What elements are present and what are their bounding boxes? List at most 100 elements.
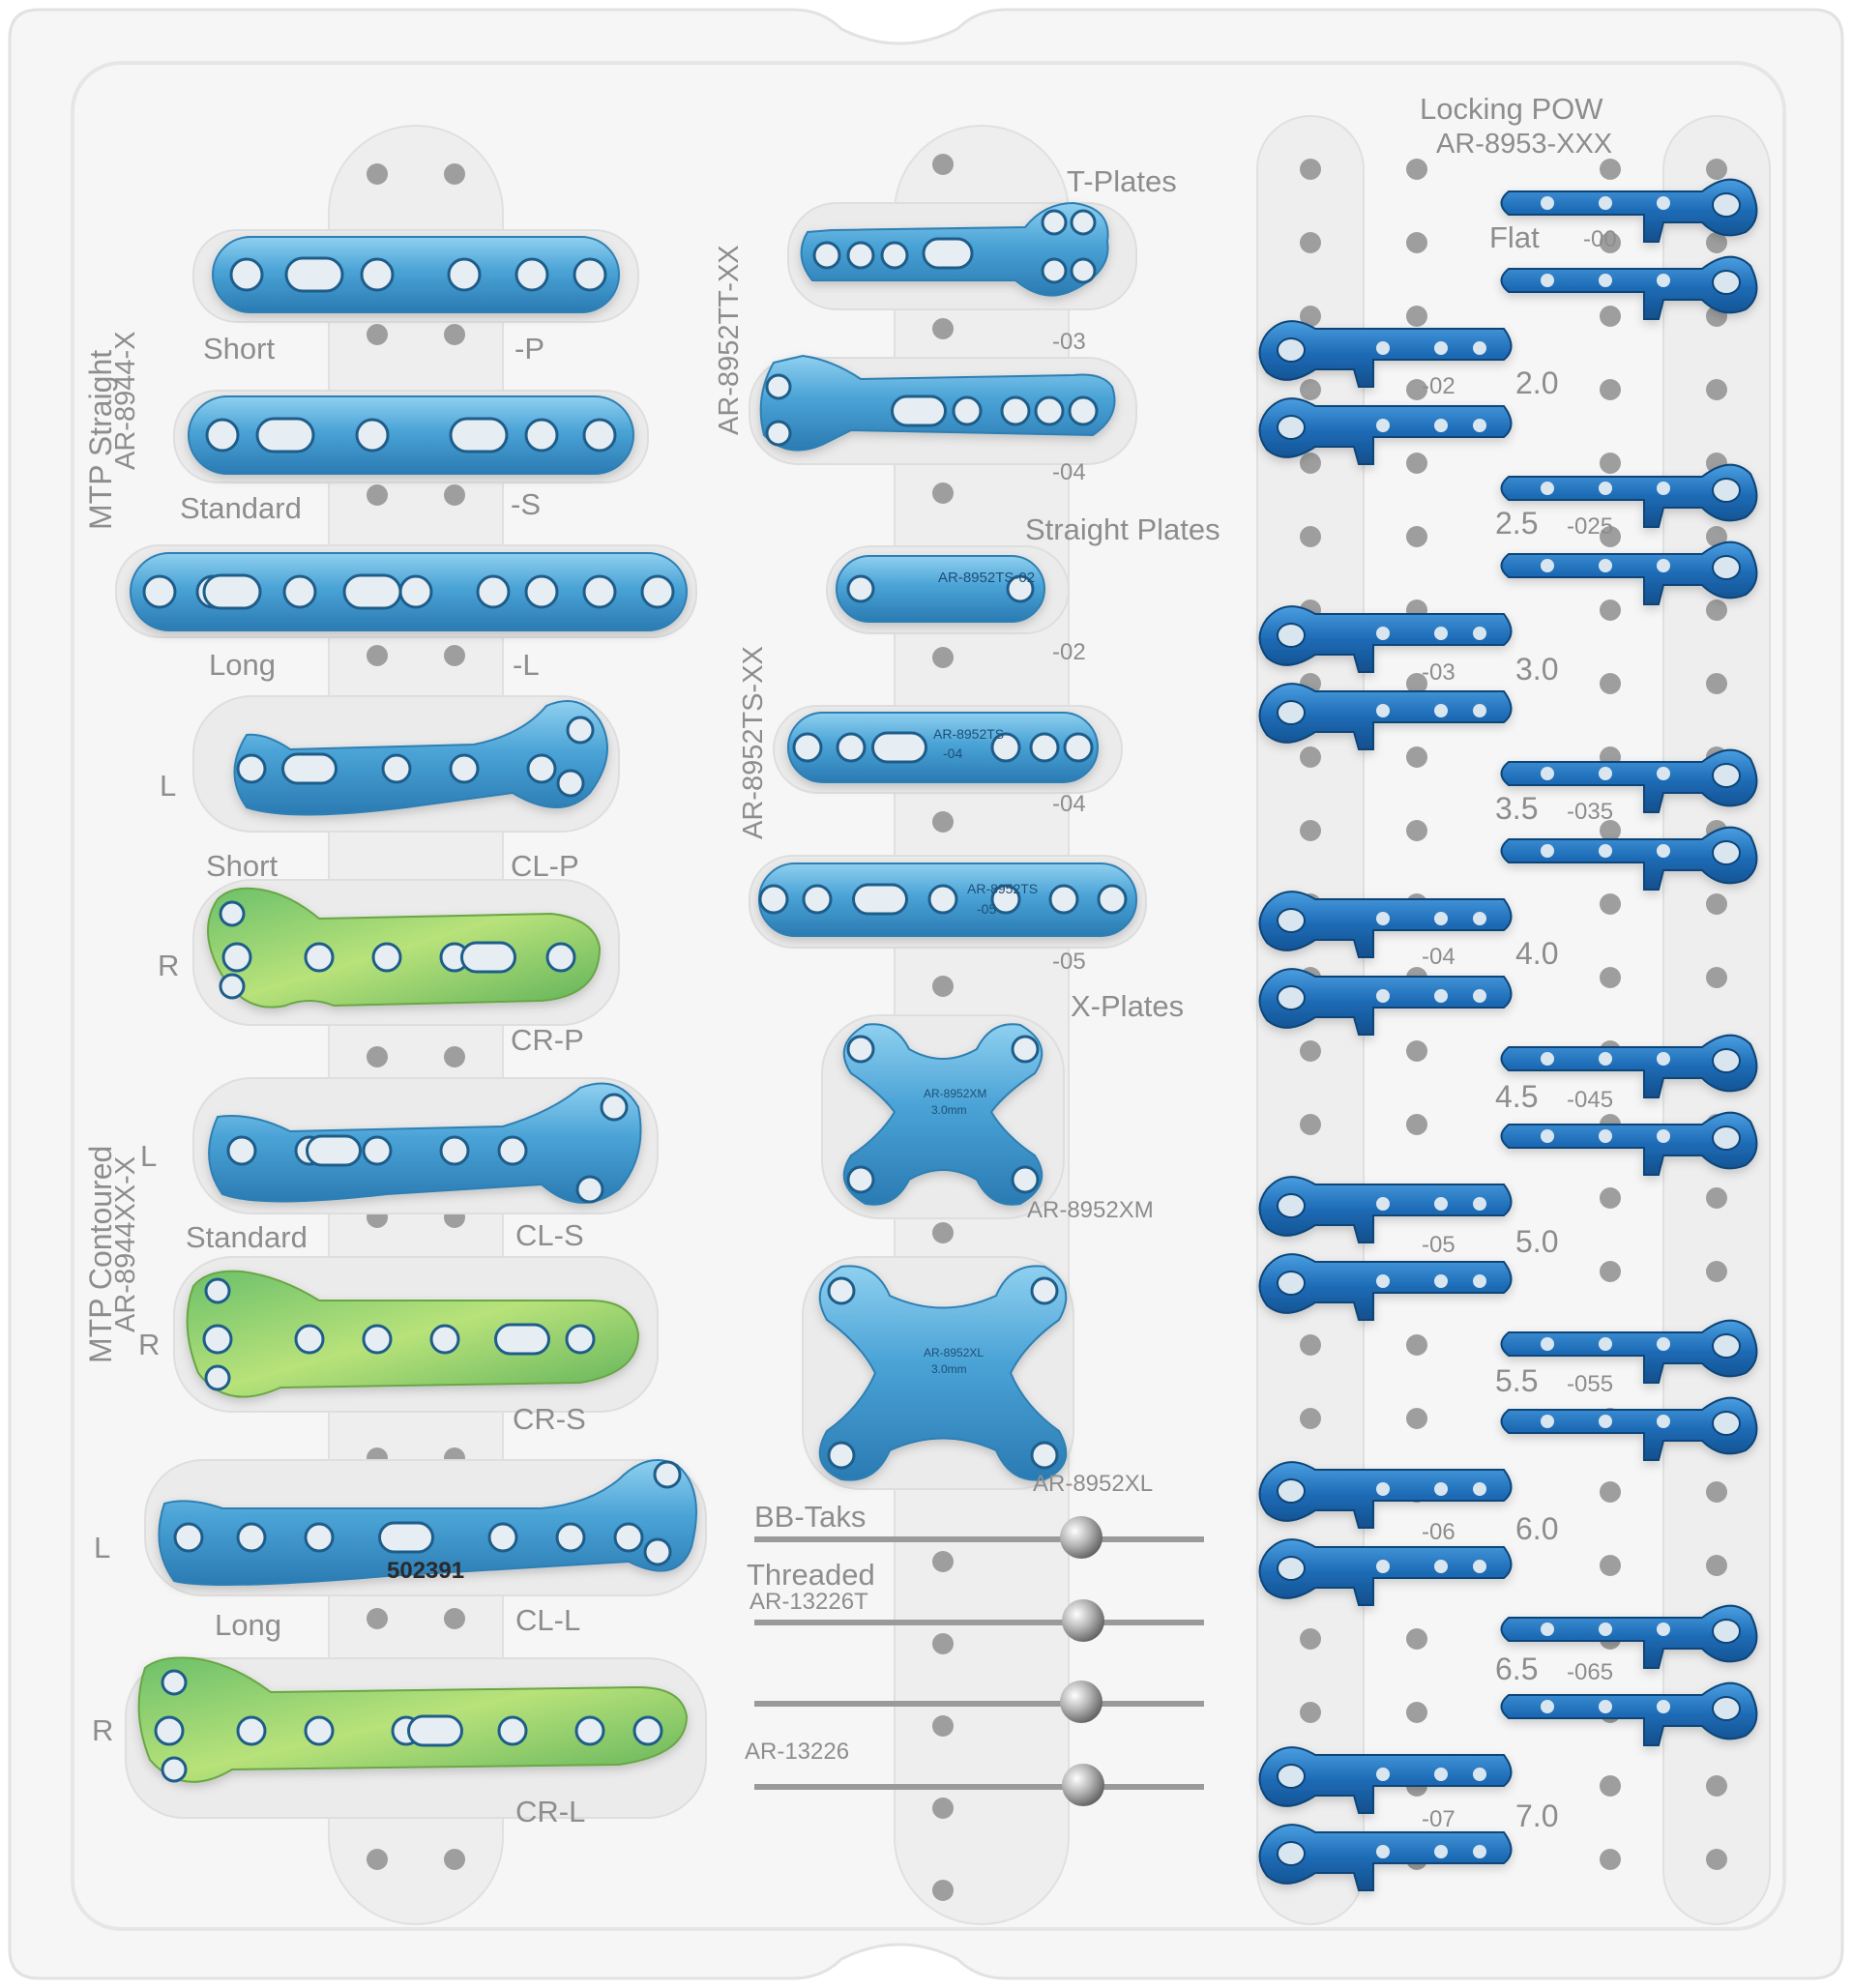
plate-hole [524, 574, 559, 609]
pow-plate [1258, 1176, 1513, 1243]
plate-slot [281, 752, 338, 785]
tray-hole [1600, 1775, 1621, 1797]
tray-hole [932, 1880, 954, 1901]
tak-ball [1060, 1681, 1102, 1723]
plate-hole [927, 884, 958, 915]
plate-lot-number: 502391 [387, 1558, 465, 1584]
size-label: Long [215, 1608, 281, 1642]
plate-hole [202, 1324, 233, 1355]
plate-hole [447, 257, 482, 292]
pow-plate [1258, 891, 1513, 958]
plate-slot [891, 395, 947, 427]
pow-plate [1258, 605, 1513, 673]
x-plate-xm [842, 1023, 1044, 1206]
pow-code-label: -03 [1422, 659, 1455, 686]
side-label: R [92, 1713, 114, 1747]
plate-hole [497, 1715, 528, 1746]
tray-hole [1406, 159, 1427, 180]
pow-size-label: 4.0 [1515, 936, 1559, 971]
tray-hole [444, 324, 465, 345]
tray-hole [1406, 1114, 1427, 1135]
tray-hole [367, 163, 388, 185]
code-label: CR-L [515, 1795, 586, 1828]
plate-hole [1070, 209, 1097, 236]
tray-hole [1706, 673, 1727, 694]
tray-hole [367, 1046, 388, 1067]
plate-slot [342, 573, 402, 610]
plate-hole [219, 900, 246, 927]
pow-plate [1258, 320, 1513, 388]
tray-hole [1706, 599, 1727, 621]
tray-hole [1706, 1187, 1727, 1209]
plate-hole [613, 1522, 644, 1553]
pow-code-label: -05 [1422, 1232, 1455, 1258]
plate-hole [476, 574, 511, 609]
plate-hole [758, 884, 789, 915]
plate-hole [1034, 395, 1065, 426]
tray-hole [1300, 232, 1321, 253]
pow-plate [1258, 1461, 1513, 1529]
plate-hole [1068, 395, 1099, 426]
pow-plate [1258, 1746, 1513, 1814]
tray-hole [932, 154, 954, 175]
tray-hole [1300, 1408, 1321, 1429]
tray-hole [367, 1849, 388, 1870]
tray-hole [1406, 232, 1427, 253]
tray-hole [932, 482, 954, 504]
tak-ball [1062, 1599, 1104, 1642]
tray-hole [1300, 1702, 1321, 1723]
plate-hole [582, 574, 617, 609]
tray-hole [1600, 379, 1621, 400]
tray-hole [1600, 893, 1621, 915]
tray-hole [1600, 599, 1621, 621]
pow-plate [1500, 1681, 1758, 1746]
plate-hole [526, 753, 557, 784]
code-label: -00 [1583, 226, 1617, 252]
plate-hole [229, 257, 264, 292]
tray-hole [367, 645, 388, 666]
x-plates-title: X-Plates [1071, 989, 1185, 1023]
plate-hole [236, 753, 267, 784]
pow-code-label: -035 [1567, 799, 1614, 825]
plate-hole [236, 1715, 267, 1746]
straight-plates-part: AR-8952TS-XX [738, 646, 769, 839]
plate-hole [990, 732, 1021, 763]
pow-size-label: 6.5 [1495, 1652, 1539, 1686]
tray-hole [932, 1715, 954, 1737]
pow-code-label: -045 [1567, 1087, 1614, 1113]
pow-size-label: 5.0 [1515, 1224, 1559, 1259]
plate-hole [555, 1522, 586, 1553]
plate-hole [1097, 884, 1128, 915]
plate-straight-short [212, 236, 620, 313]
pow-plate [1500, 178, 1758, 243]
pow-plate [1500, 748, 1758, 813]
tray-hole [1600, 1555, 1621, 1576]
pow-code-label: -02 [1422, 373, 1455, 399]
plate-hole [205, 418, 240, 453]
code-label: -04 [1052, 459, 1086, 485]
plate-hole [582, 418, 617, 453]
plate-hole [556, 769, 585, 798]
tray-hole [1600, 232, 1621, 253]
tray-hole [1300, 1628, 1321, 1650]
pow-size-label: 3.5 [1495, 791, 1539, 826]
tray-hole [1600, 159, 1621, 180]
plate-straight-standard [188, 395, 634, 475]
plate-hole [565, 1324, 596, 1355]
plate-hole [362, 1324, 393, 1355]
pow-code-label: -07 [1422, 1806, 1455, 1832]
tray-hole [367, 484, 388, 506]
tray-hole [1600, 820, 1621, 841]
tray-hole [1406, 1408, 1427, 1429]
plate-hole [545, 942, 576, 973]
tray-hole [367, 1608, 388, 1629]
tray-hole [1600, 1849, 1621, 1870]
tray-hole [367, 324, 388, 345]
plate-hole [1000, 395, 1031, 426]
tray-hole [1600, 673, 1621, 694]
t-plates-part: AR-8952TT-XX [714, 245, 745, 435]
pow-plate [1500, 1319, 1758, 1384]
plate-engraving: AR-8952TS [967, 881, 1039, 896]
size-label: Short [203, 332, 276, 365]
